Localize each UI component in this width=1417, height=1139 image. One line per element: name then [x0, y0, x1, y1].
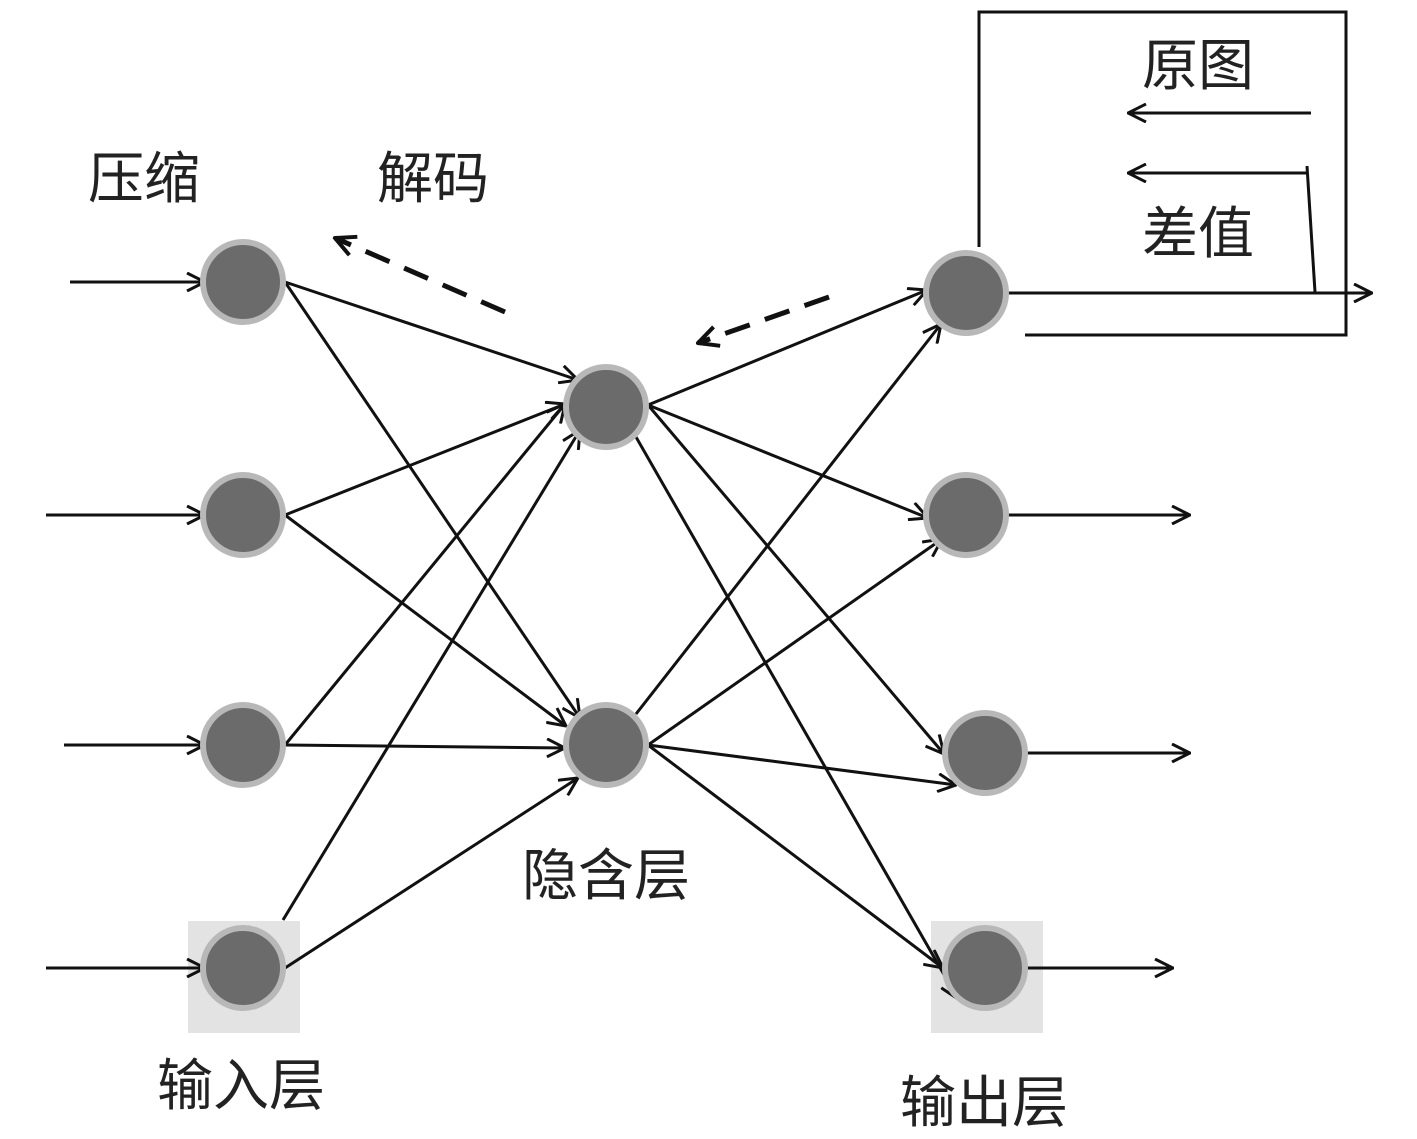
difference-label: 差值 — [1142, 202, 1254, 267]
compress-label: 压缩 — [88, 147, 200, 212]
input-hidden-connections — [281, 280, 580, 970]
decode-label: 解码 — [377, 147, 489, 212]
hidden-layer-nodes — [563, 364, 649, 788]
original-label: 原图 — [1142, 34, 1254, 99]
output-layer-nodes — [923, 250, 1028, 1011]
output-node — [942, 710, 1028, 796]
input-layer-nodes — [200, 239, 286, 1011]
output-node — [923, 250, 1009, 336]
output-layer-label: 输出层 — [900, 1071, 1068, 1136]
decode-dashed-arrow-right — [698, 294, 830, 343]
input-arrows — [46, 282, 205, 968]
hidden-node — [563, 364, 649, 450]
hidden-layer-label: 隐含层 — [522, 844, 690, 909]
input-layer-label: 输入层 — [157, 1054, 325, 1119]
decode-dashed-arrow-left — [335, 238, 506, 315]
input-node — [200, 239, 286, 325]
input-node — [200, 702, 286, 788]
output-node — [923, 472, 1009, 558]
reconstruction-box — [977, 10, 1348, 337]
output-arrows — [1008, 293, 1372, 968]
output-node — [942, 925, 1028, 1011]
hidden-node — [563, 702, 649, 788]
difference-connector — [1305, 165, 1317, 293]
input-node — [200, 472, 286, 558]
hidden-output-connections — [634, 290, 958, 999]
input-node — [200, 925, 286, 1011]
